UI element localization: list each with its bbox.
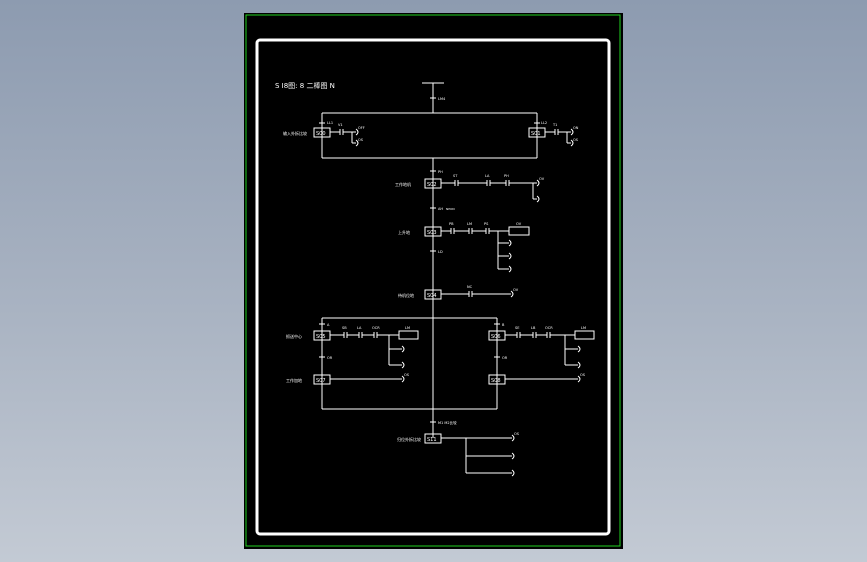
transition-label: LD: [438, 250, 443, 254]
coil-label: OV: [516, 222, 522, 226]
contact-label: SE: [515, 326, 519, 330]
transition-label: NPON: [446, 207, 455, 211]
transition-label: LL1: [327, 121, 333, 125]
coil: [536, 195, 540, 203]
transition-label: AH: [438, 207, 443, 211]
contact-label: PB: [449, 222, 454, 226]
coil-label: ON: [573, 126, 579, 130]
sfc-ladder-diagram: S I8图: 8 二棒图 N LM4 LL1 LL2 S00 输入外拆比较 V1…: [245, 14, 621, 547]
step-id: S07: [316, 378, 326, 384]
contact-label: OCR: [545, 326, 553, 330]
step-label: 输入外拆比较: [283, 130, 307, 136]
step-id: S05: [316, 334, 326, 340]
coil-label: LM: [581, 326, 586, 330]
contact-label: T1: [552, 123, 557, 127]
step-label: 抓送中心: [286, 333, 302, 339]
coil: [508, 252, 512, 260]
coil: [355, 128, 359, 136]
contact-label: LM: [467, 222, 472, 226]
transition-label: B: [502, 323, 505, 327]
coil: [508, 265, 512, 273]
inner-border: [255, 38, 611, 536]
contact-label: PS: [484, 222, 489, 226]
coil: [511, 434, 515, 442]
timer-block: [574, 330, 595, 340]
step-id: S08: [491, 378, 501, 384]
contact-label: NC: [467, 285, 473, 289]
step-label: 工作地机: [395, 181, 411, 187]
transition-label: OR: [327, 356, 333, 360]
contact-label: LA: [357, 326, 362, 330]
step-id: S04: [427, 293, 437, 299]
coil: [511, 452, 515, 460]
coil: [510, 290, 514, 298]
coil: [536, 179, 540, 187]
contact-label: LA: [485, 174, 490, 178]
coil-label: OV: [513, 288, 519, 292]
diagram-title: S I8图: 8 二棒图 N: [275, 81, 335, 90]
coil: [577, 375, 581, 383]
timer-block: [398, 330, 419, 340]
coil: [401, 345, 405, 353]
coil: [570, 139, 574, 147]
timer-block: [508, 226, 530, 236]
coil: [401, 375, 405, 383]
coil-label: LM: [405, 326, 410, 330]
step-label: 上升地: [398, 229, 410, 235]
coil: [570, 128, 574, 136]
step-id: S02: [427, 182, 437, 188]
step-label: 工作加地: [286, 377, 302, 383]
coil-label: OS: [404, 373, 410, 377]
coil: [508, 239, 512, 247]
contact-label: ST: [453, 174, 458, 178]
transition-label: OR: [502, 356, 508, 360]
coil: [577, 361, 581, 369]
step-id: S03: [427, 230, 437, 236]
coil: [355, 139, 359, 147]
step-id: S00: [316, 131, 326, 137]
transition-label: LL2: [541, 121, 547, 125]
bus-label: LM4: [438, 97, 446, 101]
contact-label: SB: [342, 326, 347, 330]
drawing-sheet: S I8图: 8 二棒图 N LM4 LL1 LL2 S00 输入外拆比较 V1…: [244, 13, 623, 549]
coil-label: OFF: [358, 126, 365, 130]
contact-label: PH: [504, 174, 509, 178]
contact-label: V1: [338, 123, 343, 127]
coil: [577, 345, 581, 353]
step-label: 待机位地: [398, 292, 414, 298]
coil-label: OV: [539, 177, 545, 181]
coil-label: OS: [514, 432, 520, 436]
outer-border: [245, 14, 621, 547]
coil-label: OS: [573, 138, 579, 142]
coil-label: OS: [358, 138, 364, 142]
step-label: 归位外拆比较: [397, 436, 421, 442]
step-id: S01: [531, 131, 541, 137]
coil-label: OS: [580, 373, 586, 377]
contact-label: LB: [531, 326, 536, 330]
step-id: S06: [491, 334, 501, 340]
transition-label: PH: [438, 170, 443, 174]
transition-label: M1 M2比较: [438, 420, 457, 425]
transition-label: A: [327, 323, 330, 327]
step-id: S11: [427, 437, 437, 443]
contact-label: OCR: [372, 326, 380, 330]
coil: [401, 361, 405, 369]
coil: [511, 469, 515, 477]
